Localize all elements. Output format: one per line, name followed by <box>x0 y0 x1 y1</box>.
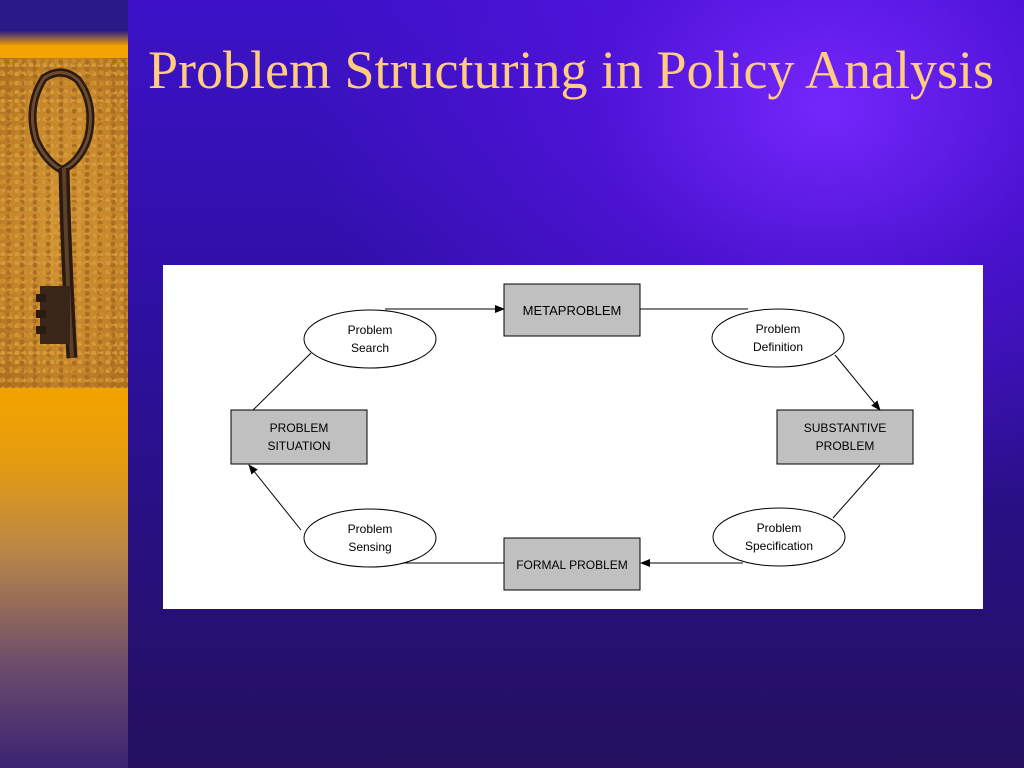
metaproblem-box: METAPROBLEM <box>503 283 641 337</box>
substantive-problem-box: SUBSTANTIVE PROBLEM <box>776 409 914 465</box>
metaproblem-label: METAPROBLEM <box>523 303 622 318</box>
problem-specification-label-line2: Specification <box>745 539 813 553</box>
problem-specification-label-line1: Problem <box>757 521 802 535</box>
problem-sensing-ellipse: Problem Sensing <box>303 508 437 568</box>
key-image <box>0 58 128 388</box>
problem-situation-label-line2: SITUATION <box>267 439 330 453</box>
situation-to-search-line <box>252 352 312 411</box>
key-icon <box>28 68 95 359</box>
problem-definition-label-line2: Definition <box>753 340 803 354</box>
problem-sensing-label-line1: Problem <box>348 522 393 536</box>
connectors <box>248 305 881 567</box>
problem-structuring-diagram: METAPROBLEM PROBLEM SITUATION SUBSTANTIV… <box>230 283 914 591</box>
formal-problem-box: FORMAL PROBLEM <box>503 537 641 591</box>
definition-to-substantive-arrow <box>834 354 881 411</box>
problem-search-ellipse: Problem Search <box>303 309 437 369</box>
problem-definition-label-line1: Problem <box>756 322 801 336</box>
formal-problem-label: FORMAL PROBLEM <box>516 558 628 572</box>
problem-definition-ellipse: Problem Definition <box>711 308 845 368</box>
diagram-panel: METAPROBLEM PROBLEM SITUATION SUBSTANTIV… <box>163 265 983 609</box>
problem-search-label-line2: Search <box>351 341 389 355</box>
problem-sensing-label-line2: Sensing <box>348 540 391 554</box>
problem-specification-ellipse: Problem Specification <box>712 507 846 567</box>
substantive-problem-label-line1: SUBSTANTIVE <box>804 421 886 435</box>
sensing-to-situation-arrow <box>248 464 302 531</box>
substantive-to-specification-line <box>832 464 881 519</box>
substantive-problem-label-line2: PROBLEM <box>816 439 875 453</box>
problem-situation-box: PROBLEM SITUATION <box>230 409 368 465</box>
slide-title: Problem Structuring in Policy Analysis <box>148 40 994 100</box>
problem-search-label-line1: Problem <box>348 323 393 337</box>
problem-situation-label-line1: PROBLEM <box>270 421 329 435</box>
